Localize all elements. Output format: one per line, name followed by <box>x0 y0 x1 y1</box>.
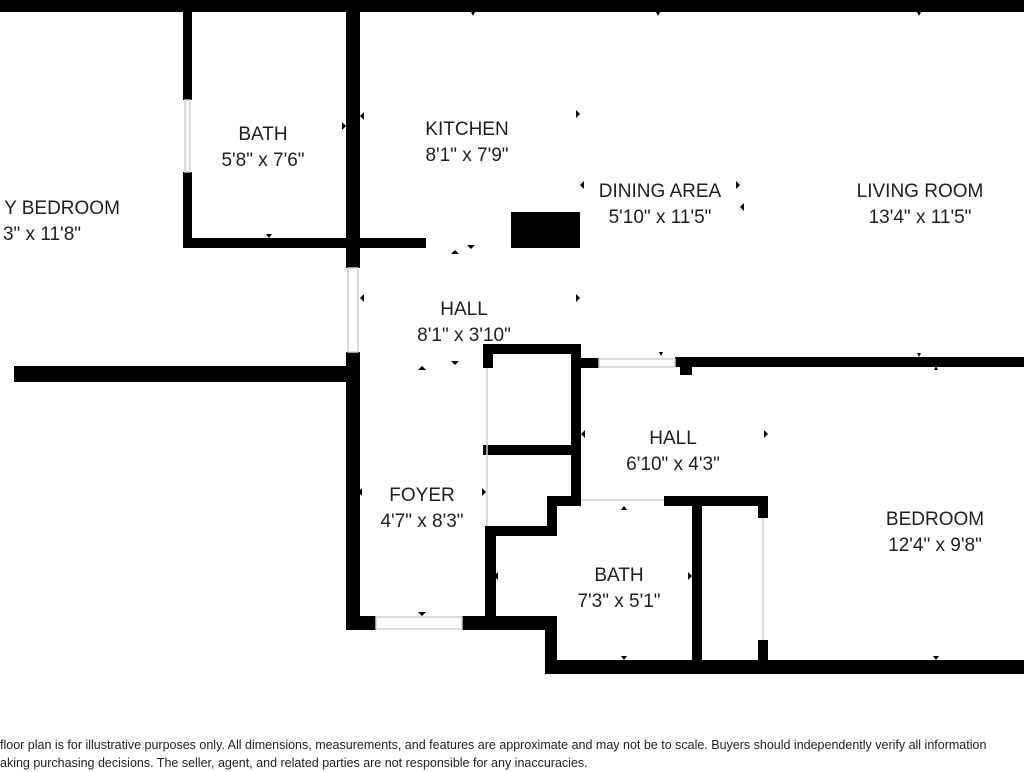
room-dimensions: 4'7" x 8'3" <box>380 511 464 532</box>
marker <box>580 181 584 189</box>
room-label-kitchen: KITCHEN 8'1" x 7'9" <box>425 117 508 169</box>
room-label-hall-right: HALL 6'10" x 4'3" <box>626 426 720 478</box>
room-label-dining-area: DINING AREA 5'10" x 11'5" <box>599 179 721 231</box>
marker <box>656 12 660 16</box>
door-bath-top <box>184 99 191 173</box>
room-name: Y BEDROOM <box>4 198 120 219</box>
room-dimensions: 5'10" x 11'5" <box>608 207 712 228</box>
marker <box>688 572 692 580</box>
room-dimensions: 12'4" x 9'8" <box>888 535 982 556</box>
room-label-bath-bottom: BATH 7'3" x 5'1" <box>577 563 660 615</box>
marker <box>736 181 740 189</box>
dimension-markers <box>266 12 939 660</box>
marker <box>934 366 938 370</box>
wall-bath-bottom <box>183 238 426 248</box>
wall-foyer-bottom-left <box>346 616 376 630</box>
marker <box>933 656 939 660</box>
room-dimensions: 13'4" x 11'5" <box>868 207 972 228</box>
room-name: BATH <box>238 124 288 145</box>
wall-hall-right-top-b <box>675 357 1024 367</box>
wall-closet2-right-lower <box>758 640 768 674</box>
wall-foyer-bottom-right <box>462 616 557 630</box>
wall-bottom <box>545 660 1024 674</box>
marker <box>360 112 364 120</box>
room-dimensions: 6'10" x 4'3" <box>626 454 720 475</box>
wall-top <box>0 0 1024 12</box>
marker <box>576 110 580 118</box>
wall-bath-left-upper <box>183 10 192 100</box>
room-dimensions: 8'1" x 3'10" <box>417 325 511 346</box>
room-name: DINING AREA <box>598 181 722 202</box>
room-label-left-bedroom: Y BEDROOM 3" x 11'8" <box>3 196 120 248</box>
disclaimer-line-2: aking purchasing decisions. The seller, … <box>0 756 588 770</box>
marker <box>494 572 498 580</box>
wall-central-upper <box>346 10 360 268</box>
marker <box>621 656 627 660</box>
marker <box>482 488 486 496</box>
wall-closet2-left <box>692 496 702 674</box>
wall-bath-bottom-ledge <box>487 526 557 536</box>
wall-bath-bottom-left <box>485 526 496 630</box>
marker <box>451 361 459 365</box>
wall-bath-bottom-top-left <box>547 496 581 506</box>
room-label-bedroom-right: BEDROOM 12'4" x 9'8" <box>886 507 984 559</box>
marker <box>764 510 768 518</box>
marker <box>358 488 362 496</box>
opening-hall-right <box>598 358 676 368</box>
wall-bath-step-down <box>545 616 557 674</box>
room-dimensions: 5'8" x 7'6" <box>221 150 305 171</box>
room-name: BEDROOM <box>885 509 985 530</box>
room-label-hall-upper: HALL 8'1" x 3'10" <box>417 297 511 349</box>
marker <box>764 430 768 438</box>
marker <box>740 203 744 211</box>
marker <box>467 245 475 249</box>
room-name: KITCHEN <box>425 119 509 140</box>
marker <box>342 122 346 130</box>
marker <box>471 12 475 16</box>
wall-central-lower <box>346 352 360 630</box>
room-name: HALL <box>440 299 488 320</box>
openings <box>184 99 764 640</box>
wall-closet-mid <box>483 445 581 455</box>
wall-left-bedroom-bottom <box>14 366 360 382</box>
room-label-living-room: LIVING ROOM 13'4" x 11'5" <box>857 179 984 231</box>
wall-bath-left-lower <box>183 172 192 248</box>
room-name: BATH <box>594 565 644 586</box>
marker <box>360 294 364 302</box>
walls <box>0 0 1024 674</box>
marker <box>418 612 426 616</box>
marker <box>451 250 459 254</box>
room-dimensions: 3" x 11'8" <box>2 224 82 245</box>
wall-closet-left <box>483 344 493 368</box>
disclaimer-text: floor plan is for illustrative purposes … <box>0 736 1024 772</box>
room-dimensions: 8'1" x 7'9" <box>425 145 509 166</box>
room-dimensions: 7'3" x 5'1" <box>577 591 661 612</box>
wall-bath-bottom-top-right <box>664 496 768 506</box>
disclaimer-line-1: floor plan is for illustrative purposes … <box>0 738 987 752</box>
room-name: FOYER <box>389 485 455 506</box>
wall-closet-right <box>571 344 581 498</box>
door-entry <box>375 616 463 630</box>
marker <box>659 352 663 356</box>
wall-hall-right-top-stub <box>680 357 692 375</box>
room-name: LIVING ROOM <box>856 181 984 202</box>
marker <box>266 234 272 238</box>
marker <box>917 353 921 357</box>
kitchen-island <box>511 212 580 248</box>
marker <box>581 430 585 438</box>
door-left-bedroom <box>347 267 359 353</box>
marker <box>917 12 921 16</box>
room-name: HALL <box>649 428 697 449</box>
marker <box>621 506 627 510</box>
wall-closet-top <box>483 344 581 354</box>
wall-bath-bottom-step <box>547 496 557 536</box>
marker <box>418 366 426 370</box>
wall-closet2-right <box>758 496 768 518</box>
marker <box>576 294 580 302</box>
room-label-bath-top: BATH 5'8" x 7'6" <box>221 122 304 174</box>
room-label-foyer: FOYER 4'7" x 8'3" <box>380 483 463 535</box>
wall-hall-right-top-a <box>581 358 599 368</box>
